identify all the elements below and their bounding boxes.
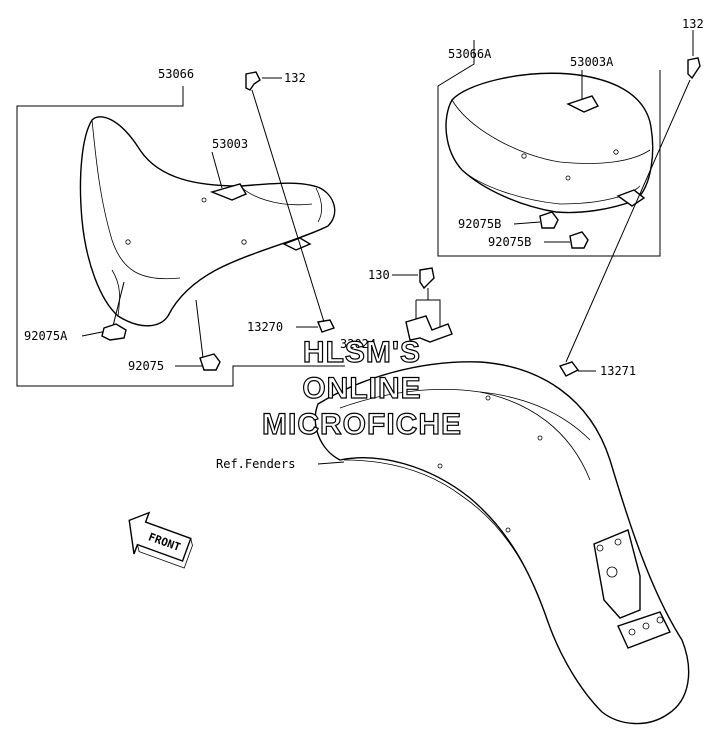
bracket-group: 130 32024: [340, 267, 453, 351]
damper-92075a: [101, 323, 127, 341]
bolt-132-left-group: 132 13270: [245, 71, 335, 334]
fender-hole: [596, 544, 604, 552]
label-53066: 53066: [158, 67, 194, 81]
fender-hole: [628, 628, 636, 636]
damper-92075b-2: [569, 231, 589, 249]
fender-hole: [606, 566, 618, 578]
label-92075a: 92075A: [24, 329, 68, 343]
label-132-left: 132: [284, 71, 306, 85]
pillion-seat: [445, 72, 654, 214]
label-53066a: 53066A: [448, 47, 492, 61]
bolt-132-right-group: 132 13271: [558, 17, 704, 378]
bolt-130: [419, 267, 435, 290]
watermark-line-1: HLSM'S: [303, 336, 421, 369]
bolt-132-right: [687, 57, 701, 80]
seat-hole: [125, 239, 131, 245]
seat-hole: [521, 153, 527, 159]
seat-hole: [201, 197, 207, 203]
watermark-line-2: ONLINE: [302, 372, 421, 405]
fender-hole: [437, 463, 443, 469]
rider-seat: [79, 116, 336, 327]
damper-92075: [199, 353, 221, 371]
label-53003: 53003: [212, 137, 248, 151]
watermark-line-3: MICROFICHE: [262, 408, 462, 441]
rear-fender-group: Ref.Fenders: [216, 361, 690, 725]
pillion-seat-label-tag: [566, 95, 600, 113]
watermark: HLSM'S ONLINE MICROFICHE: [261, 335, 462, 441]
seat-hole: [241, 239, 247, 245]
rider-seat-bracket: [282, 237, 312, 251]
nut-13270: [317, 319, 335, 333]
rear-fender: [314, 361, 690, 725]
rider-seat-box: [16, 86, 345, 387]
fender-hole: [485, 395, 491, 401]
fender-hole: [505, 527, 511, 533]
label-92075b-2: 92075B: [488, 235, 531, 249]
rider-seat-label-tag: [209, 183, 248, 201]
label-13270: 13270: [247, 320, 283, 334]
bracket-32024: [405, 315, 453, 343]
pillion-seat-group: 53066A 53003A 92075B 92075B: [437, 40, 661, 257]
nut-13271: [558, 361, 580, 377]
seat-hole: [565, 175, 571, 181]
label-32024: 32024: [340, 337, 376, 351]
front-arrow: FRONT: [128, 511, 193, 569]
label-130: 130: [368, 268, 390, 282]
fender-hole: [656, 616, 664, 624]
pillion-seat-box: [437, 40, 661, 257]
damper-92075b-1: [539, 211, 559, 229]
label-92075: 92075: [128, 359, 164, 373]
fender-hole: [642, 622, 650, 630]
label-53003a: 53003A: [570, 55, 614, 69]
fender-hole: [614, 538, 622, 546]
label-13271: 13271: [600, 364, 636, 378]
seat-hole: [613, 149, 619, 155]
rider-seat-group: 53066 53003 92075A 92075: [16, 67, 345, 387]
label-ref-fenders: Ref.Fenders: [216, 457, 295, 471]
fender-hole: [537, 435, 543, 441]
label-92075b-1: 92075B: [458, 217, 501, 231]
pillion-seat-bracket: [616, 189, 646, 207]
bolt-132-left: [245, 71, 261, 91]
label-132-right: 132: [682, 17, 704, 31]
